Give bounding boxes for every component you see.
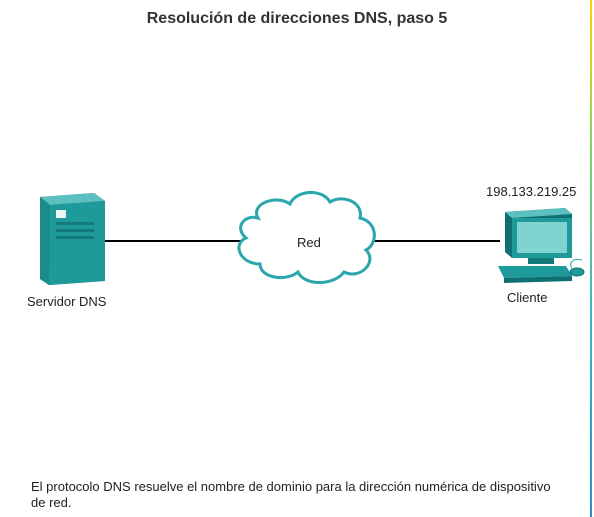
server-label: Servidor DNS <box>27 294 107 309</box>
computer-icon[interactable] <box>498 208 585 283</box>
edge-accent-bar <box>590 0 592 517</box>
network-label: Red <box>297 235 321 250</box>
client-ip-address: 198.133.219.25 <box>486 184 577 199</box>
diagram-title: Resolución de direcciones DNS, paso 5 <box>146 10 448 27</box>
client-label: Cliente <box>507 290 548 305</box>
caption-text: El protocolo DNS resuelve el nombre de d… <box>31 479 551 510</box>
server-icon[interactable] <box>40 193 105 285</box>
cloud-icon[interactable] <box>237 191 376 284</box>
